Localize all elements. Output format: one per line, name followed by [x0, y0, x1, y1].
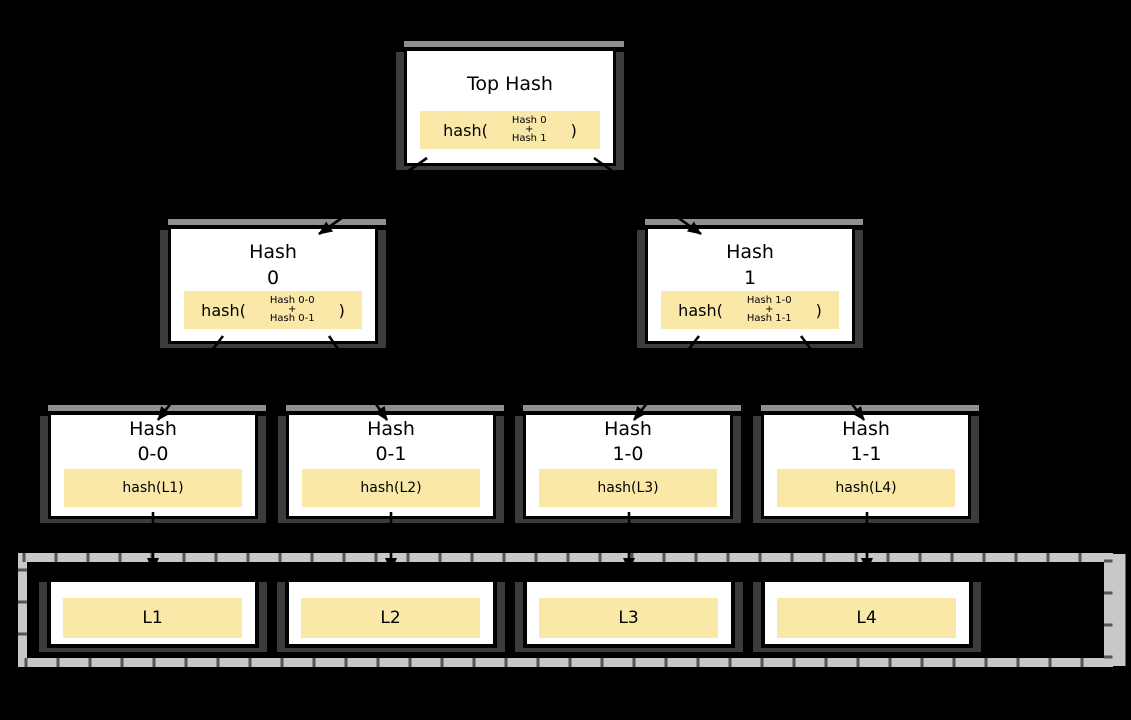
node-title-line2: 1: [743, 267, 757, 289]
formula-prefix: hash(: [201, 300, 246, 320]
node-hash-1: Hash 1 hash( Hash 1-0 + Hash 1-1 ): [645, 219, 863, 344]
leaf-hash-formula: hash(L1): [122, 480, 184, 496]
formula-operand-bottom: Hash 0-1: [269, 313, 315, 324]
leaf-hash-formula: hash(L4): [835, 480, 897, 496]
node-title: Hash 1-0: [526, 415, 730, 467]
formula-suffix: ): [338, 300, 345, 320]
node-title: Hash 1: [648, 229, 852, 291]
plus-operator: +: [765, 304, 774, 315]
formula-prefix: hash(: [678, 300, 723, 320]
data-block-l4: L4: [761, 578, 973, 648]
node-title-line1: Hash: [842, 418, 890, 440]
data-blocks-container: [18, 553, 1113, 667]
node-title-line2: 1-0: [612, 443, 644, 465]
hash-formula-strip: hash( Hash 0 + Hash 1 ): [420, 111, 600, 149]
hash-formula-strip: hash(L2): [302, 469, 480, 507]
data-block-label: L2: [380, 608, 401, 628]
node-title: Hash 0-1: [289, 415, 493, 467]
formula-suffix: ): [815, 300, 822, 320]
node-hash-0-1: Hash 0-1 hash(L2): [286, 405, 504, 519]
leaf-hash-formula: hash(L3): [597, 480, 659, 496]
hash-formula-strip: hash( Hash 0-0 + Hash 0-1 ): [184, 291, 362, 329]
formula-operand-top: Hash 0: [511, 115, 547, 126]
node-hash-1-0: Hash 1-0 hash(L3): [523, 405, 741, 519]
formula-suffix: ): [570, 120, 577, 140]
node-title: Hash 0: [171, 229, 375, 291]
formula-operands: Hash 0 + Hash 1: [512, 116, 547, 144]
data-block-label: L4: [856, 608, 877, 628]
node-title-line1: Hash: [726, 241, 774, 263]
node-title: Hash 1-1: [764, 415, 968, 467]
hash-formula-strip: hash( Hash 1-0 + Hash 1-1 ): [661, 291, 839, 329]
formula-operand-bottom: Hash 1: [511, 133, 547, 144]
data-block-l1: L1: [47, 578, 259, 648]
plus-operator: +: [288, 304, 297, 315]
formula-operands: Hash 0-0 + Hash 0-1: [270, 296, 315, 324]
hash-formula-strip: hash(L3): [539, 469, 717, 507]
data-block-label: L1: [142, 608, 163, 628]
node-title: Top Hash: [407, 51, 613, 97]
data-block-fill: L4: [777, 598, 956, 638]
data-block-fill: L2: [301, 598, 480, 638]
hash-formula-strip: hash(L1): [64, 469, 242, 507]
formula-prefix: hash(: [443, 120, 488, 140]
node-hash-0-0: Hash 0-0 hash(L1): [48, 405, 266, 519]
node-title-line2: 0-1: [375, 443, 407, 465]
node-title: Hash 0-0: [51, 415, 255, 467]
node-title-line2: 0: [266, 267, 280, 289]
data-block-l3: L3: [523, 578, 735, 648]
data-block-fill: L3: [539, 598, 718, 638]
hash-formula-strip: hash(L4): [777, 469, 955, 507]
node-title-line2: 1-1: [850, 443, 882, 465]
formula-operand-top: Hash 0-0: [269, 295, 315, 306]
node-title-line1: Hash: [367, 418, 415, 440]
data-block-fill: L1: [63, 598, 242, 638]
data-block-l2: L2: [285, 578, 497, 648]
plus-operator: +: [525, 124, 534, 135]
data-block-label: L3: [618, 608, 639, 628]
formula-operand-top: Hash 1-0: [746, 295, 792, 306]
node-hash-0: Hash 0 hash( Hash 0-0 + Hash 0-1 ): [168, 219, 386, 344]
node-hash-1-1: Hash 1-1 hash(L4): [761, 405, 979, 519]
node-title-text: Top Hash: [467, 73, 553, 95]
node-title-line2: 0-0: [137, 443, 169, 465]
formula-operand-bottom: Hash 1-1: [746, 313, 792, 324]
node-title-line1: Hash: [604, 418, 652, 440]
node-top-hash: Top Hash hash( Hash 0 + Hash 1 ): [404, 41, 624, 166]
node-title-line1: Hash: [129, 418, 177, 440]
node-title-line1: Hash: [249, 241, 297, 263]
formula-operands: Hash 1-0 + Hash 1-1: [747, 296, 792, 324]
leaf-hash-formula: hash(L2): [360, 480, 422, 496]
